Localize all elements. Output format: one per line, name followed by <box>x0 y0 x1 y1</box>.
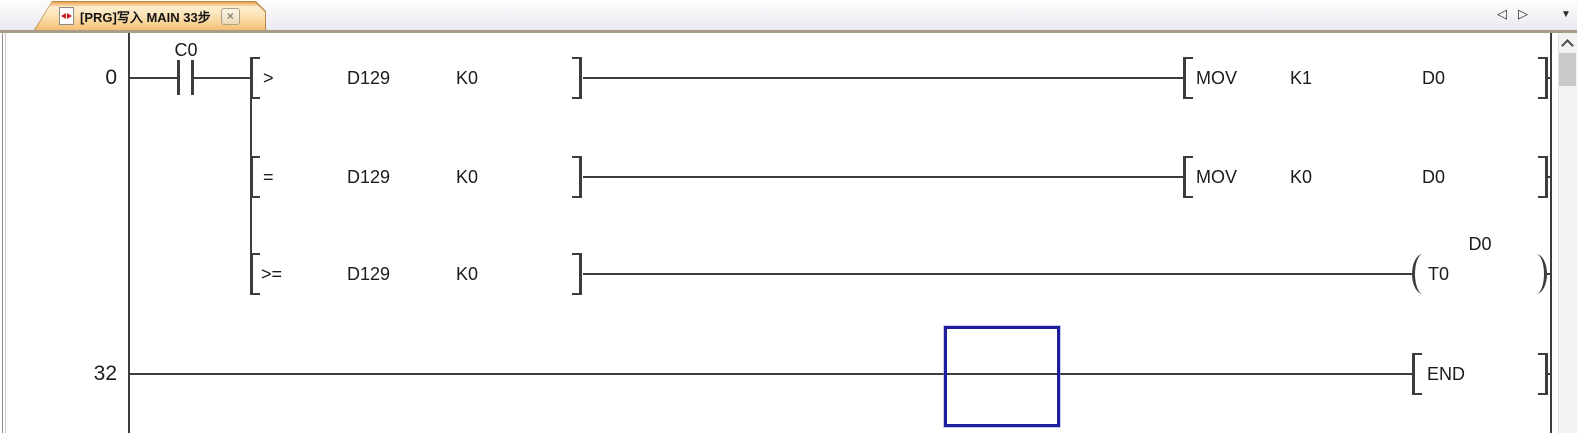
compare-op[interactable]: = <box>263 167 274 187</box>
compare-arg2[interactable]: K0 <box>456 167 479 187</box>
compare-arg2[interactable]: K0 <box>456 264 479 284</box>
coil-value-label: D0 <box>1468 234 1492 254</box>
instruction-arg2[interactable]: D0 <box>1422 167 1446 187</box>
wire <box>1547 273 1551 275</box>
tab-background: [PRG]写入 MAIN 33步 × <box>35 2 265 30</box>
scroll-up-button[interactable] <box>1558 33 1577 53</box>
tab-scroll-right-icon[interactable]: ▷ <box>1518 6 1528 21</box>
tab-overflow-menu-icon[interactable]: ▼ <box>1561 9 1571 20</box>
program-document-icon <box>59 7 74 25</box>
step-number: 0 <box>105 66 117 89</box>
instruction-bracket <box>1412 353 1422 395</box>
tab-prg-main[interactable]: [PRG]写入 MAIN 33步 × <box>34 1 266 30</box>
tab-scroll-left-icon[interactable]: ◁ <box>1497 6 1507 21</box>
coil-paren <box>1536 254 1547 294</box>
contact-label[interactable]: C0 <box>174 40 198 60</box>
compare-arg1[interactable]: D129 <box>347 167 391 187</box>
right-power-rail <box>1550 33 1552 433</box>
compare-op[interactable]: >= <box>261 264 283 284</box>
wire <box>130 373 1414 375</box>
step-number: 32 <box>93 362 117 385</box>
wire <box>1547 77 1551 79</box>
compare-arg1[interactable]: D129 <box>347 68 391 88</box>
left-power-rail <box>128 33 130 433</box>
close-icon[interactable]: × <box>221 8 240 25</box>
coil-paren <box>1412 254 1423 294</box>
instruction-bracket <box>572 57 582 99</box>
scrollbar-thumb[interactable] <box>1559 53 1576 86</box>
document-tab-bar: [PRG]写入 MAIN 33步 × ◁ ▷ ▼ <box>0 0 1577 33</box>
instruction-bracket <box>1538 57 1548 99</box>
instruction-arg1[interactable]: K0 <box>1290 167 1313 187</box>
instruction-bracket <box>1183 156 1193 198</box>
contact-symbol[interactable] <box>177 60 180 95</box>
instruction-bracket <box>1538 156 1548 198</box>
wire <box>130 77 177 79</box>
instruction-name[interactable]: MOV <box>1196 167 1238 187</box>
instruction-bracket <box>572 156 582 198</box>
instruction-bracket <box>250 156 260 198</box>
instruction-bracket <box>572 253 582 295</box>
chevron-up-icon <box>1561 39 1574 52</box>
contact-symbol[interactable] <box>191 60 194 95</box>
instruction-bracket <box>250 57 260 99</box>
window-border-outer <box>2 33 3 433</box>
vertical-scrollbar[interactable] <box>1558 33 1577 433</box>
wire <box>1547 176 1551 178</box>
wire <box>583 273 1414 275</box>
edit-cursor[interactable] <box>944 326 1060 427</box>
instruction-name[interactable]: MOV <box>1196 68 1238 88</box>
instruction-arg1[interactable]: K1 <box>1290 68 1313 88</box>
wire <box>583 77 1184 79</box>
instruction-bracket <box>250 253 260 295</box>
window-border-inner <box>5 33 6 433</box>
compare-op[interactable]: > <box>263 68 274 88</box>
compare-arg2[interactable]: K0 <box>456 68 479 88</box>
tab-title: [PRG]写入 MAIN 33步 <box>80 9 211 25</box>
instruction-bracket <box>1183 57 1193 99</box>
coil-name[interactable]: T0 <box>1428 264 1450 284</box>
instruction-name[interactable]: END <box>1427 364 1466 384</box>
wire <box>583 176 1184 178</box>
compare-arg1[interactable]: D129 <box>347 264 391 284</box>
instruction-bracket <box>1538 353 1548 395</box>
wire <box>194 77 251 79</box>
wire <box>1547 373 1551 375</box>
instruction-arg2[interactable]: D0 <box>1422 68 1446 88</box>
